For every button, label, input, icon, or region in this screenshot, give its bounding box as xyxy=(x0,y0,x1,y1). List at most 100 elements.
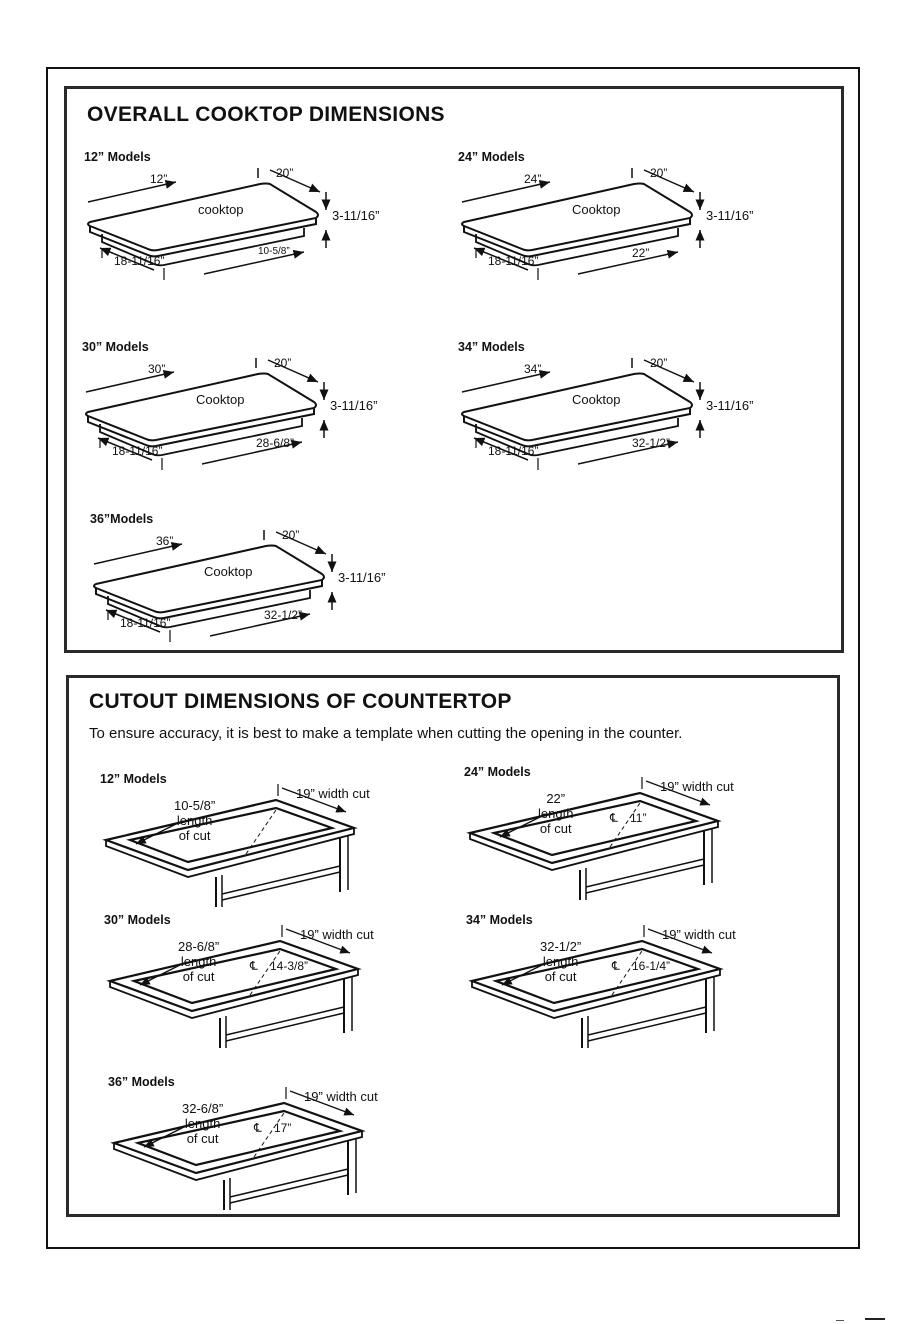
cooktop-name: Cooktop xyxy=(204,564,253,579)
width-cut-label: 19” width cut xyxy=(304,1089,378,1104)
centerline-symbol: ℄ xyxy=(250,959,258,973)
centerline-symbol: ℄ xyxy=(612,959,620,973)
bottom-width-dimension: 32-1/2” xyxy=(264,608,303,622)
cooktop-drawing xyxy=(93,530,337,642)
height-dimension: 3-11/16” xyxy=(706,398,754,413)
bottom-depth-dimension: 18-11/16” xyxy=(120,616,171,630)
width-arrow-left xyxy=(87,179,177,203)
bottom-width-dimension: 10-5/8” xyxy=(258,246,290,257)
width-arrow-left xyxy=(461,179,551,203)
footer-mark xyxy=(865,1318,885,1320)
length-of-cut-label: 32-1/2” length of cut xyxy=(540,939,581,984)
width-cut-label: 19” width cut xyxy=(660,779,734,794)
model-label: 36” Models xyxy=(108,1075,175,1089)
model-label: 30” Models xyxy=(104,913,171,927)
depth-dimension: 20” xyxy=(276,166,294,180)
cutout-panel-3: 30” Models 19” width cut 28-6/8” length … xyxy=(100,913,420,1048)
model-label: 12” Models xyxy=(100,772,167,786)
height-dimension: 3-11/16” xyxy=(706,208,754,223)
length-of-cut-label: 22” length of cut xyxy=(538,791,573,836)
countertop-drawing xyxy=(106,925,362,1048)
width-dimension: 24” xyxy=(524,172,542,186)
width-dimension: 12” xyxy=(150,172,168,186)
cutout-opening xyxy=(134,1109,344,1167)
model-label: 12” Models xyxy=(84,150,151,164)
width-dimension: 34” xyxy=(524,362,542,376)
depth-arrow xyxy=(643,359,695,383)
depth-dimension: 20” xyxy=(650,356,668,370)
depth-arrow xyxy=(269,169,321,193)
overall-panel-4: 34” Models 34” 20” Cooktop 3-11/16” 18-1… xyxy=(454,340,794,490)
center-dimension: 14-3/8” xyxy=(270,959,309,973)
cutout-panel-5: 36” Models 19” width cut 32-6/8” length … xyxy=(104,1075,424,1210)
centerline-symbol: ℄ xyxy=(610,811,618,825)
bottom-depth-dimension: 18-11/16” xyxy=(114,254,165,268)
depth-arrow xyxy=(643,169,695,193)
width-cut-label: 19” width cut xyxy=(662,927,736,942)
overall-panel-1: 12” Models 12” 20” cooktop 3-11/16” 18-1… xyxy=(80,150,420,300)
depth-dimension: 20” xyxy=(282,528,300,542)
bottom-width-dimension: 32-1/2” xyxy=(632,436,671,450)
cooktop-name: Cooktop xyxy=(196,392,245,407)
bottom-depth-dimension: 18-11/16” xyxy=(488,444,539,458)
width-cut-label: 19” width cut xyxy=(300,927,374,942)
model-label: 34” Models xyxy=(458,340,525,354)
length-word: length xyxy=(176,813,213,828)
cooktop-drawing xyxy=(85,358,329,470)
model-label: 34” Models xyxy=(466,913,533,927)
page-border xyxy=(46,67,860,1249)
cutout-panel-1: 12” Models 19” width cut 10-5/8” length … xyxy=(96,772,416,907)
depth-dimension: 20” xyxy=(274,356,292,370)
model-label: 24” Models xyxy=(458,150,525,164)
bottom-depth-dimension: 18-11/16” xyxy=(488,254,539,268)
overall-panel-3: 30” Models 30” 20” Cooktop 3-11/16” 18-1… xyxy=(78,340,418,490)
depth-dimension: 20” xyxy=(650,166,668,180)
of-cut-word: of cut xyxy=(182,969,215,984)
cutout-opening xyxy=(130,947,340,1005)
depth-arrow xyxy=(267,359,319,383)
cutout-panel-2: 24” Models 19” width cut 22” length of c… xyxy=(460,765,780,900)
length-word: length xyxy=(184,1116,221,1131)
length-word: length xyxy=(538,806,574,821)
depth-arrow xyxy=(275,531,327,555)
bottom-depth-dimension: 18-11/16” xyxy=(112,444,163,458)
length-value: 32-6/8” xyxy=(182,1101,224,1116)
cutout-opening xyxy=(492,947,702,1005)
of-cut-word: of cut xyxy=(539,821,572,836)
length-of-cut-label: 32-6/8” length of cut xyxy=(182,1101,223,1146)
cooktop-drawing xyxy=(461,168,705,280)
length-word: length xyxy=(542,954,579,969)
footer-mark-small xyxy=(836,1320,844,1321)
width-dimension: 30” xyxy=(148,362,166,376)
height-dimension: 3-11/16” xyxy=(338,570,386,585)
center-dimension: 17” xyxy=(274,1121,292,1135)
cooktop-name: Cooktop xyxy=(572,202,621,217)
overall-panel-5: 36”Models 36” 20” Cooktop 3-11/16” 18-11… xyxy=(86,512,426,662)
length-value: 10-5/8” xyxy=(174,798,216,813)
center-dimension: 11” xyxy=(630,811,647,825)
overall-section-title: OVERALL COOKTOP DIMENSIONS xyxy=(87,103,445,126)
countertop-drawing xyxy=(468,925,724,1048)
length-of-cut-label: 28-6/8” length of cut xyxy=(178,939,219,984)
of-cut-word: of cut xyxy=(178,828,211,843)
length-value: 28-6/8” xyxy=(178,939,220,954)
countertop-drawing xyxy=(110,1087,366,1210)
width-arrow-left xyxy=(461,369,551,393)
center-dimension: 16-1/4” xyxy=(632,959,671,973)
length-word: length xyxy=(180,954,217,969)
cutout-panel-4: 34” Models 19” width cut 32-1/2” length … xyxy=(462,913,782,1048)
cutout-opening xyxy=(126,806,336,864)
countertop-drawing xyxy=(102,784,358,907)
bottom-width-dimension: 22” xyxy=(632,246,650,260)
length-of-cut-label: 10-5/8” length of cut xyxy=(174,798,215,843)
bottom-width-dimension: 28-6/8” xyxy=(256,436,295,450)
model-label: 36”Models xyxy=(90,512,154,526)
height-dimension: 3-11/16” xyxy=(332,208,380,223)
centerline-symbol: ℄ xyxy=(254,1121,262,1135)
cooktop-name: Cooktop xyxy=(572,392,621,407)
length-value: 22” xyxy=(546,791,566,806)
model-label: 24” Models xyxy=(464,765,531,779)
length-value: 32-1/2” xyxy=(540,939,582,954)
height-dimension: 3-11/16” xyxy=(330,398,378,413)
width-arrow-left xyxy=(85,369,175,393)
